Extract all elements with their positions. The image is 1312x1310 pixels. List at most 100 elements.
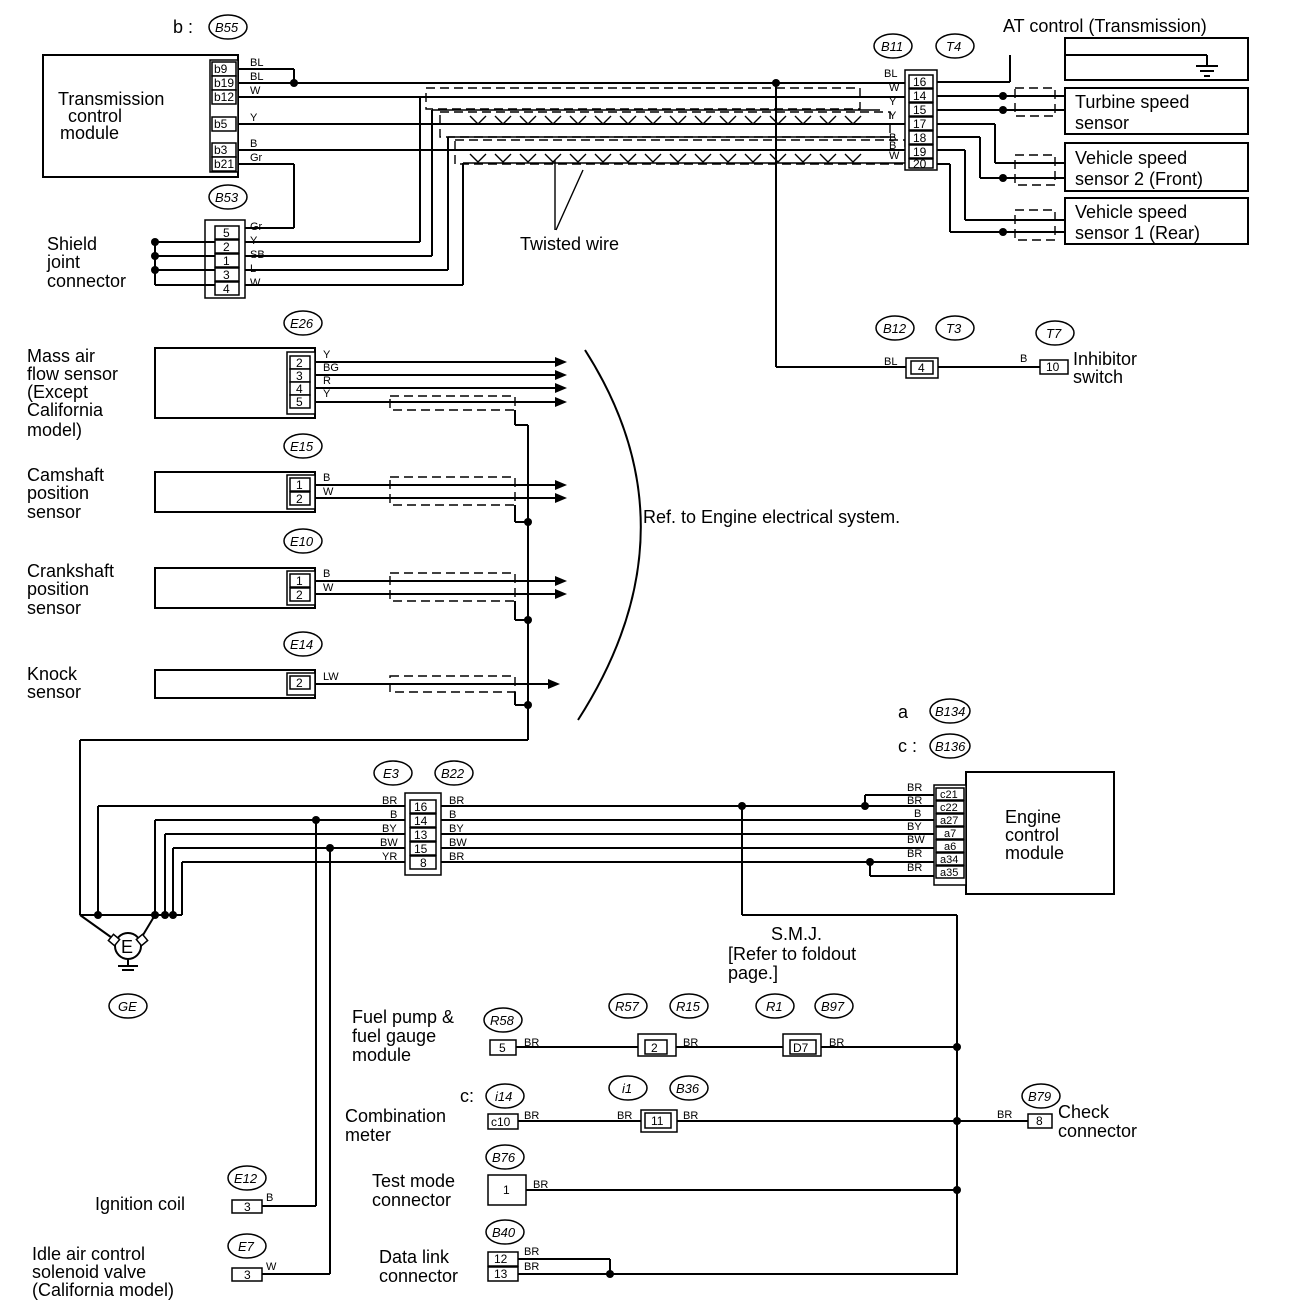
svg-text:a34: a34 xyxy=(940,854,958,866)
svg-text:b5: b5 xyxy=(214,117,228,131)
svg-text:B11: B11 xyxy=(881,39,903,54)
camshaft-position-sensor: E15 1 2 B W Camshaft position sensor xyxy=(27,433,567,523)
svg-text:(Except: (Except xyxy=(27,382,88,402)
svg-text:R58: R58 xyxy=(490,1013,515,1028)
svg-text:19: 19 xyxy=(913,145,927,159)
svg-text:3: 3 xyxy=(296,369,303,383)
svg-text:Knock: Knock xyxy=(27,664,78,684)
svg-text:BR: BR xyxy=(449,851,464,863)
svg-text:BL: BL xyxy=(250,71,263,83)
svg-text:connector: connector xyxy=(372,1190,451,1210)
svg-text:sensor: sensor xyxy=(27,502,81,522)
svg-text:c10: c10 xyxy=(491,1115,511,1129)
engine-ref-label: Ref. to Engine electrical system. xyxy=(643,507,900,527)
svg-text:B: B xyxy=(250,138,257,150)
svg-text:5: 5 xyxy=(296,395,303,409)
svg-text:3: 3 xyxy=(244,1268,251,1282)
svg-text:control: control xyxy=(1005,825,1059,845)
svg-text:c :: c : xyxy=(898,736,917,756)
svg-text:b3: b3 xyxy=(214,143,228,157)
svg-text:Crankshaft: Crankshaft xyxy=(27,561,114,581)
svg-text:BW: BW xyxy=(907,834,925,846)
svg-text:(California model): (California model) xyxy=(32,1280,174,1300)
svg-text:3: 3 xyxy=(223,268,230,282)
svg-text:AT control (Transmission): AT control (Transmission) xyxy=(1003,16,1207,36)
svg-text:connector: connector xyxy=(47,271,126,291)
svg-text:BR: BR xyxy=(524,1246,539,1258)
engine-ref-arc xyxy=(577,349,642,721)
svg-text:10: 10 xyxy=(1046,360,1060,374)
svg-text:1: 1 xyxy=(296,574,303,588)
svg-text:Transmission: Transmission xyxy=(58,89,164,109)
svg-text:T4: T4 xyxy=(946,39,961,54)
tcm-wire-colors: BL BL W Y B Gr xyxy=(250,57,263,164)
svg-text:B36: B36 xyxy=(676,1081,700,1096)
svg-text:BL: BL xyxy=(250,57,263,69)
svg-text:2: 2 xyxy=(296,588,303,602)
svg-text:Turbine speed: Turbine speed xyxy=(1075,92,1189,112)
svg-text:1: 1 xyxy=(223,254,230,268)
svg-text:2: 2 xyxy=(296,356,303,370)
svg-text:B55: B55 xyxy=(215,20,239,35)
svg-text:BR: BR xyxy=(382,795,397,807)
svg-text:b12: b12 xyxy=(214,90,234,104)
svg-text:flow sensor: flow sensor xyxy=(27,364,118,384)
svg-text:module: module xyxy=(352,1045,411,1065)
mass-air-flow-sensor: E26 2 3 4 5 Y BG R Y Mass air flow senso… xyxy=(27,310,567,440)
vehicle-speed-sensor-2: Vehicle speed sensor 2 (Front) xyxy=(937,123,1249,192)
svg-text:c22: c22 xyxy=(940,802,958,814)
svg-text:BL: BL xyxy=(884,68,897,80)
svg-text:Gr: Gr xyxy=(250,152,263,164)
svg-text:Data link: Data link xyxy=(379,1247,450,1267)
svg-text:position: position xyxy=(27,579,89,599)
svg-text:B: B xyxy=(449,809,456,821)
svg-text:BR: BR xyxy=(524,1261,539,1273)
svg-text:[Refer to foldout: [Refer to foldout xyxy=(728,944,856,964)
connector-b11-t4: B11 T4 16 14 15 17 18 19 20 BL W Y Y B B… xyxy=(873,33,975,171)
svg-text:i14: i14 xyxy=(495,1089,512,1104)
crankshaft-position-sensor: E10 1 2 B W Crankshaft position sensor xyxy=(27,528,567,621)
svg-text:W: W xyxy=(323,582,334,594)
svg-text:E10: E10 xyxy=(290,534,314,549)
svg-text:a7: a7 xyxy=(944,828,956,840)
svg-text:B134: B134 xyxy=(935,704,965,719)
svg-text:W: W xyxy=(250,277,261,289)
shield-joint-connector: B53 5 2 1 3 4 Gr Y SB L W Shield joint c… xyxy=(46,184,265,299)
svg-text:BY: BY xyxy=(907,821,922,833)
svg-text:15: 15 xyxy=(913,103,927,117)
svg-text:page.]: page.] xyxy=(728,963,778,983)
svg-text:sensor: sensor xyxy=(1075,113,1129,133)
svg-text:BR: BR xyxy=(449,795,464,807)
svg-text:Vehicle speed: Vehicle speed xyxy=(1075,202,1187,222)
ignition-coil-circuit: E12 Ignition coil 3 B xyxy=(95,820,317,1214)
svg-text:Y: Y xyxy=(323,388,331,400)
svg-text:b21: b21 xyxy=(214,157,234,171)
svg-text:Ignition coil: Ignition coil xyxy=(95,1194,185,1214)
ground-point-ge: E GE xyxy=(107,932,149,1019)
svg-text:module: module xyxy=(1005,843,1064,863)
svg-text:B: B xyxy=(1020,353,1027,365)
svg-text:W: W xyxy=(889,82,900,94)
svg-text:sensor: sensor xyxy=(27,682,81,702)
svg-text:11: 11 xyxy=(651,1114,664,1128)
svg-text:BR: BR xyxy=(907,795,922,807)
connector-id-b55: b : B55 xyxy=(173,14,248,40)
svg-text:E: E xyxy=(121,937,133,957)
svg-text:B: B xyxy=(323,472,330,484)
combination-meter-circuit: c: i14 i1 B36 Combination meter c10 BR B… xyxy=(345,1075,1028,1145)
svg-text:E26: E26 xyxy=(290,316,314,331)
svg-text:B40: B40 xyxy=(492,1225,516,1240)
tcm-harness: Twisted wire xyxy=(238,68,908,368)
svg-text:D7: D7 xyxy=(793,1041,809,1055)
at-control-ground: AT control (Transmission) xyxy=(937,16,1249,83)
twisted-wire-label: Twisted wire xyxy=(520,234,619,254)
svg-text:S.M.J.: S.M.J. xyxy=(771,924,822,944)
svg-text:Fuel pump &: Fuel pump & xyxy=(352,1007,454,1027)
svg-text:E15: E15 xyxy=(290,439,314,454)
svg-text:BR: BR xyxy=(907,848,922,860)
ground-harness xyxy=(79,805,405,941)
connector-id-b53: B53 xyxy=(208,184,248,210)
svg-text:Test mode: Test mode xyxy=(372,1171,455,1191)
svg-text:b9: b9 xyxy=(214,62,228,76)
svg-text:c:: c: xyxy=(460,1086,474,1106)
